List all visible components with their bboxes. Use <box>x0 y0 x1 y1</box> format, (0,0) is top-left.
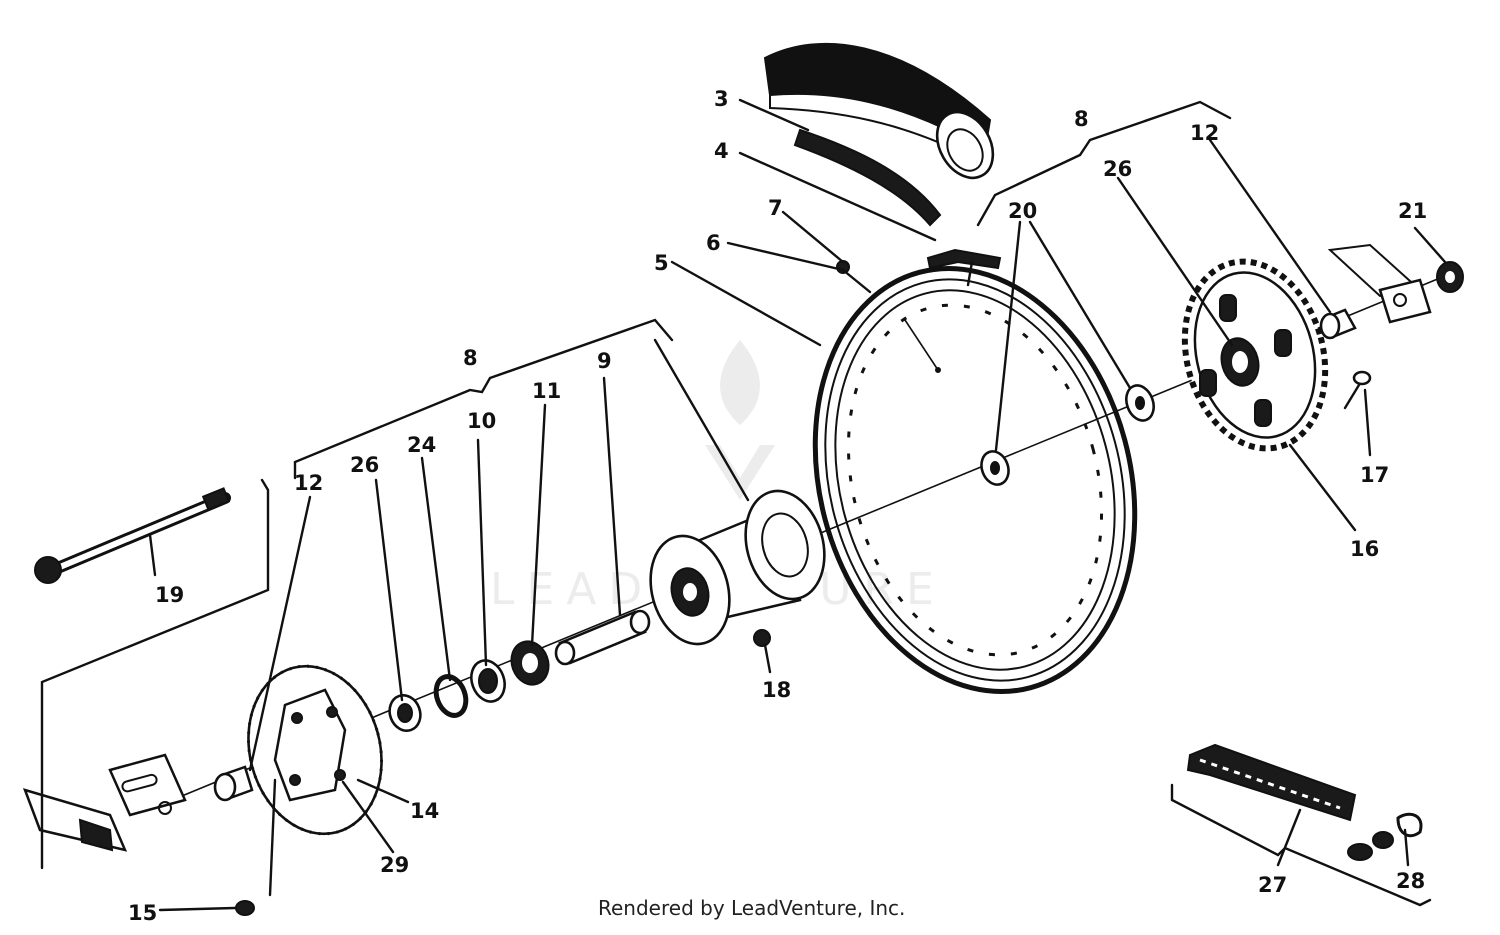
callout-28: 28 <box>1396 869 1425 893</box>
callout-27: 27 <box>1258 873 1287 897</box>
spoke <box>841 268 872 294</box>
swingarm-end-left <box>22 788 128 852</box>
callout-29: 29 <box>380 853 409 877</box>
disc-bolt <box>235 900 255 916</box>
callout-21: 21 <box>1398 199 1427 223</box>
callout-11: 11 <box>532 379 561 403</box>
callout-24: 24 <box>407 433 436 457</box>
callout-3: 3 <box>714 87 729 111</box>
credit-text: Rendered by LeadVenture, Inc. <box>598 896 906 920</box>
callout-15: 15 <box>128 901 157 925</box>
circlip <box>433 674 469 718</box>
chain-adjuster-right <box>1327 243 1432 324</box>
oil-seal-left <box>388 694 422 732</box>
axle-nut <box>1436 261 1464 293</box>
callout-20: 20 <box>1008 199 1037 223</box>
callout-6: 6 <box>706 231 721 255</box>
spacer-right <box>1125 384 1155 422</box>
callout-16: 16 <box>1350 537 1379 561</box>
master-link <box>1347 812 1423 861</box>
callout-8-left: 8 <box>463 346 478 370</box>
distance-collar <box>554 609 651 666</box>
callout-8-right: 8 <box>1074 107 1089 131</box>
callout-18: 18 <box>762 678 791 702</box>
callout-12-left: 12 <box>294 471 323 495</box>
brake-disc <box>246 664 384 836</box>
callout-5: 5 <box>654 251 669 275</box>
callout-9: 9 <box>597 349 612 373</box>
sprocket <box>1181 258 1329 452</box>
callout-26-right: 26 <box>1103 157 1132 181</box>
leader-lines <box>148 98 1447 912</box>
wheel-hub <box>649 489 826 646</box>
spacer-center-hole <box>990 461 1000 475</box>
callout-19: 19 <box>155 583 184 607</box>
callout-7: 7 <box>768 196 783 220</box>
bracket-lines <box>40 100 1432 907</box>
callout-17: 17 <box>1360 463 1389 487</box>
collar-left <box>213 765 254 802</box>
bearing-11 <box>510 640 550 686</box>
callout-4: 4 <box>714 139 729 163</box>
wheel-rim <box>812 265 1138 695</box>
drive-chain <box>1186 743 1357 822</box>
axle <box>34 487 231 584</box>
watermark-flame-icon <box>705 340 775 500</box>
inner-tube <box>793 128 942 227</box>
chain-adjuster-left <box>108 753 187 817</box>
callout-26-left: 26 <box>350 453 379 477</box>
hub-bolt <box>753 629 771 647</box>
tire <box>763 42 995 180</box>
callout-12-right: 12 <box>1190 121 1219 145</box>
callout-14: 14 <box>410 799 439 823</box>
collar-right <box>1319 308 1357 340</box>
sprocket-bolt <box>1343 370 1372 410</box>
bearing-10 <box>470 659 506 703</box>
callout-10: 10 <box>467 409 496 433</box>
